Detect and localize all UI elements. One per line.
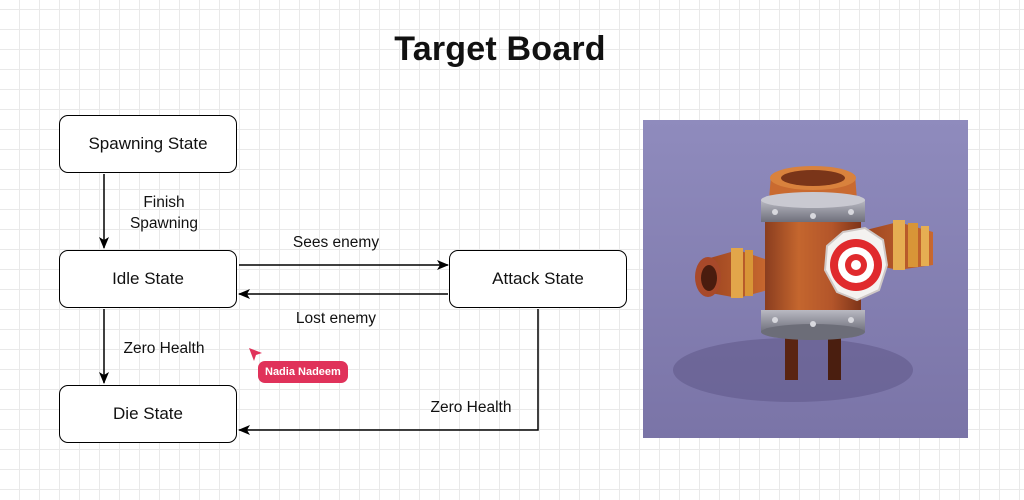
node-spawning-state[interactable]: Spawning State [59,115,237,173]
edge-label-zero-health-idle: Zero Health [123,340,205,357]
target-board-image [643,120,968,438]
edge-label-line-1: Finish [143,194,185,211]
edge-label-line-2: Spawning [129,215,199,232]
node-attack-state[interactable]: Attack State [449,250,627,308]
edge-label-zero-health-attack: Zero Health [430,399,512,416]
page-title: Target Board [394,30,606,68]
edge-label-finish-spawning: Finish Spawning [118,192,210,234]
target-board-icon [643,120,968,438]
edge-label-sees-enemy: Sees enemy [292,234,380,251]
node-die-state[interactable]: Die State [59,385,237,443]
collaborator-name-tag: Nadia Nadeem [258,361,348,383]
edge-label-lost-enemy: Lost enemy [295,310,377,327]
edge-zero-health-attack[interactable] [238,309,539,435]
node-idle-state[interactable]: Idle State [59,250,237,308]
collaborator-cursor-icon [249,348,262,361]
